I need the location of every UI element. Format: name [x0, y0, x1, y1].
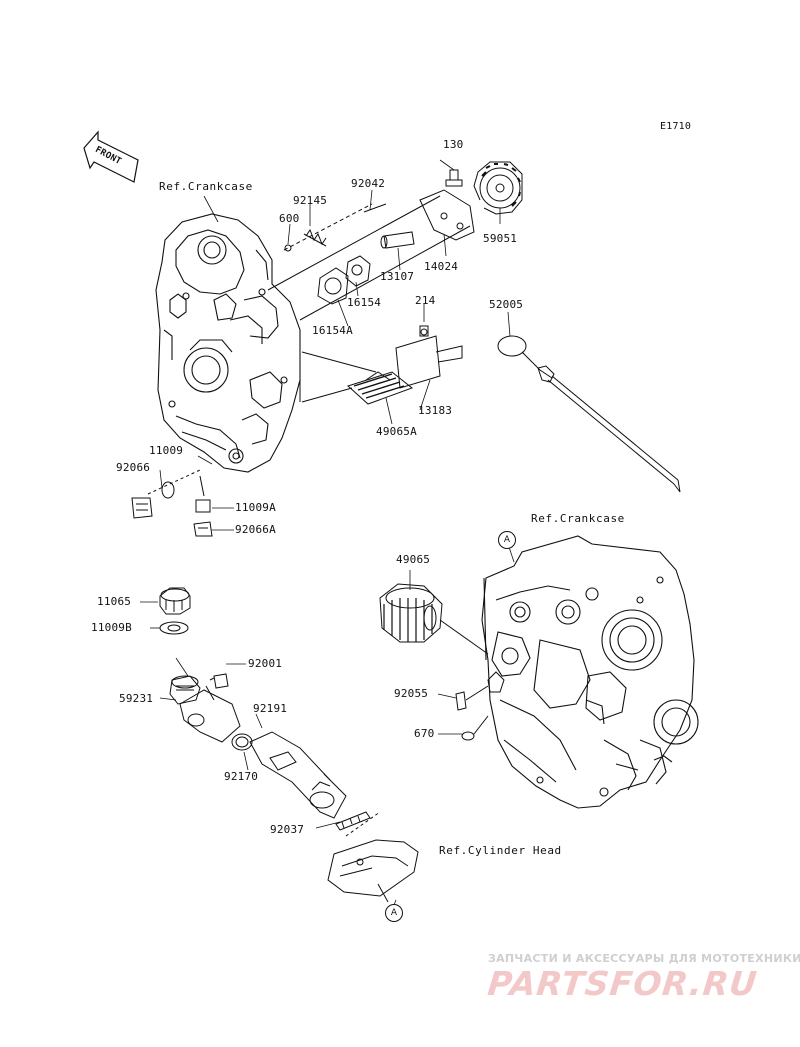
part-92037: 92037	[270, 823, 305, 836]
oil-pump-assembly	[267, 161, 523, 321]
part-92191: 92191	[253, 702, 288, 715]
callout-a-lower: A	[385, 904, 403, 922]
oil-filter	[379, 583, 489, 655]
part-49065A: 49065A	[376, 425, 417, 438]
part-92066A: 92066A	[235, 523, 276, 536]
watermark-logo: PARTSFOR.RU	[485, 964, 760, 1003]
part-16154A: 16154A	[312, 324, 353, 337]
part-11009: 11009	[149, 444, 184, 457]
part-92001: 92001	[248, 657, 283, 670]
dipstick	[497, 335, 681, 493]
part-670: 670	[414, 727, 435, 740]
crankcase-cover-upper	[155, 213, 301, 473]
part-92042: 92042	[351, 177, 386, 190]
part-59231: 59231	[119, 692, 154, 705]
diagram-id: E1710	[660, 121, 692, 132]
part-214: 214	[415, 294, 436, 307]
part-11009A: 11009A	[235, 501, 276, 514]
oil-hose-assembly	[169, 673, 381, 837]
watermark-tagline: ЗАПЧАСТИ И АКСЕССУАРЫ ДЛЯ МОТОТЕХНИКИ	[488, 952, 800, 965]
part-59051: 59051	[483, 232, 518, 245]
part-11065: 11065	[97, 595, 132, 608]
part-13183: 13183	[418, 404, 453, 417]
ref-crankcase-top: Ref.Crankcase	[159, 180, 253, 193]
part-16154: 16154	[347, 296, 382, 309]
drain-bolts	[131, 469, 213, 537]
leader-lines	[140, 159, 515, 911]
part-49065: 49065	[396, 553, 431, 566]
part-11009B: 11009B	[91, 621, 132, 634]
front-arrow	[83, 130, 139, 183]
part-600: 600	[279, 212, 300, 225]
part-92055: 92055	[394, 687, 429, 700]
nut-washer	[159, 587, 191, 635]
part-52005: 52005	[489, 298, 524, 311]
part-130: 130	[443, 138, 464, 151]
cylinder-head-ref	[327, 839, 419, 903]
part-92066: 92066	[116, 461, 151, 474]
part-14024: 14024	[424, 260, 459, 273]
ref-crankcase-right: Ref.Crankcase	[531, 512, 625, 525]
oil-strainer-assembly	[299, 325, 463, 405]
callout-a-upper: A	[498, 531, 516, 549]
part-92145: 92145	[293, 194, 328, 207]
part-92170: 92170	[224, 770, 259, 783]
oil-pipe-parts	[455, 671, 505, 741]
crankcase-right	[481, 535, 699, 809]
ref-cylinder-head: Ref.Cylinder Head	[439, 844, 562, 857]
part-13107: 13107	[380, 270, 415, 283]
